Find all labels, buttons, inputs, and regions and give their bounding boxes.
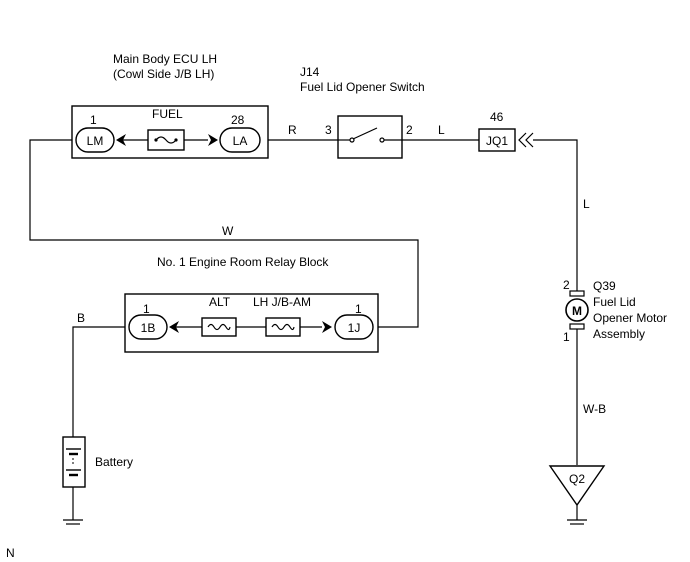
alt-fuse-icon	[201, 317, 237, 337]
wire-label-wb: W-B	[583, 402, 606, 416]
lm-connector-label: LM	[87, 134, 104, 148]
motor-pin-top: 2	[563, 278, 570, 292]
relay-right-pin: 1	[355, 302, 362, 316]
wire-label-l2: L	[583, 197, 590, 211]
fuel-lid-opener-switch: J14 Fuel Lid Opener Switch 3 2	[300, 65, 425, 159]
lm-connector	[75, 127, 115, 153]
fuel-fuse-label: FUEL	[152, 107, 183, 121]
switch-name: Fuel Lid Opener Switch	[300, 80, 425, 94]
motor-code: Q39	[593, 279, 616, 293]
1j-arrow-icon	[322, 321, 332, 333]
switch-pin-out: 2	[406, 123, 413, 137]
switch-box	[337, 115, 403, 159]
motor-name-line3: Assembly	[593, 327, 645, 341]
main-body-ecu: Main Body ECU LH (Cowl Side J/B LH) FUEL…	[71, 52, 269, 159]
chevron-icon	[518, 132, 527, 148]
switch-pin-in: 3	[325, 123, 332, 137]
ground-label: Q2	[569, 472, 585, 486]
ground-q2: Q2	[548, 465, 606, 525]
junction-connector	[478, 128, 516, 152]
engine-room-relay-block: No. 1 Engine Room Relay Block 1 ALT LH J…	[124, 255, 379, 353]
lm-arrow-icon	[116, 134, 126, 146]
motor-name-line2: Opener Motor	[593, 311, 667, 325]
relay-block-title: No. 1 Engine Room Relay Block	[157, 255, 329, 269]
ground-point-icon	[548, 465, 606, 507]
wire-b	[72, 326, 127, 437]
wire-label-b: B	[77, 311, 85, 325]
battery-box	[62, 436, 86, 488]
1j-connector	[334, 314, 374, 340]
1b-arrow-icon	[169, 321, 179, 333]
switch-contact-icon	[352, 127, 378, 140]
motor-pin-bottom: 1	[563, 330, 570, 344]
wires	[29, 139, 578, 520]
fuel-lid-opener-motor: 2 1 M Q39 Fuel Lid Opener Motor Assembly	[563, 278, 667, 344]
corner-mark: N	[6, 546, 15, 560]
junction-pin: 46	[490, 110, 504, 124]
la-connector-label: LA	[233, 134, 248, 148]
motor-icon	[565, 298, 589, 322]
ecu-left-pin: 1	[90, 113, 97, 127]
wire-label-w: W	[222, 224, 234, 238]
wire-label-l1: L	[438, 123, 445, 137]
lh-jb-am-fuse-icon	[265, 317, 301, 337]
1b-connector	[128, 314, 168, 340]
relay-left-pin: 1	[143, 302, 150, 316]
junction-jq1: 46 JQ1	[478, 110, 534, 152]
battery: Battery	[62, 436, 133, 525]
junction-connector-label: JQ1	[486, 134, 508, 148]
ecu-right-pin: 28	[231, 113, 245, 127]
wire-label-r: R	[288, 123, 297, 137]
la-arrow-icon	[208, 134, 218, 146]
la-connector	[219, 127, 261, 153]
1b-connector-label: 1B	[141, 321, 156, 335]
ecu-title-line2: (Cowl Side J/B LH)	[113, 67, 214, 81]
motor-symbol: M	[572, 304, 582, 318]
ecu-title-line1: Main Body ECU LH	[113, 52, 217, 66]
alt-fuse-label: ALT	[209, 295, 231, 309]
wire-l-2	[533, 139, 578, 292]
lh-jb-am-fuse-label: LH J/B-AM	[253, 295, 311, 309]
switch-code: J14	[300, 65, 320, 79]
1j-connector-label: 1J	[348, 321, 361, 335]
motor-name-line1: Fuel Lid	[593, 295, 636, 309]
battery-label: Battery	[95, 455, 133, 469]
wire-w	[29, 139, 419, 328]
